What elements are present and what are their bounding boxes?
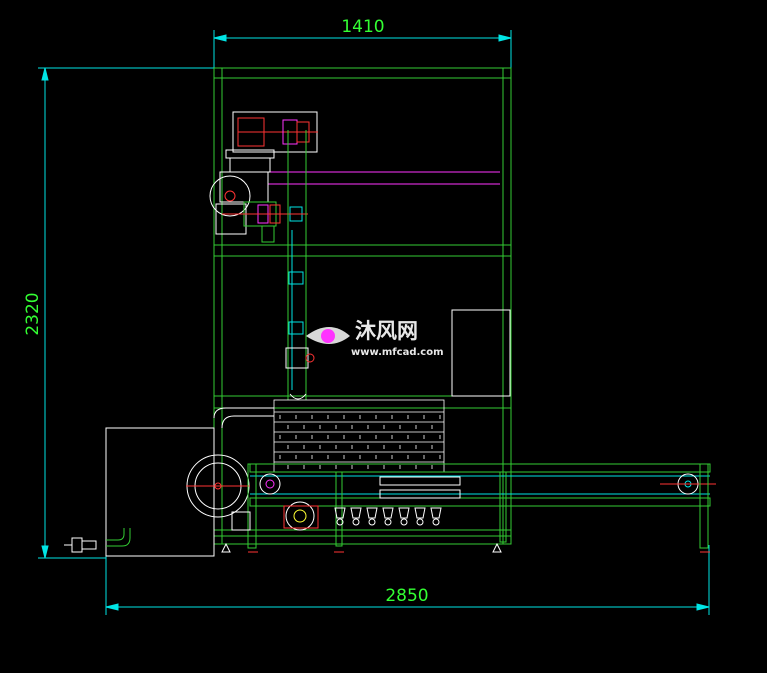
hopper-grid (273, 399, 445, 473)
filler-nozzle-tip (416, 518, 424, 526)
filler-nozzle (382, 507, 394, 519)
valve-pipe (64, 528, 131, 553)
filler-nozzle-tip (352, 518, 360, 526)
filler-nozzle-tip (384, 518, 392, 526)
dimension-left (38, 67, 214, 559)
dimension-bottom-label: 2850 (385, 586, 428, 606)
conveyor-legs (247, 463, 709, 549)
dimension-left-label: 2320 (23, 292, 43, 335)
magenta-rails (268, 171, 500, 185)
filler-nozzle-tip (432, 518, 440, 526)
watermark-logo-icon (306, 327, 350, 344)
drive-drum (186, 454, 250, 518)
filler-nozzle (350, 507, 362, 519)
filler-nozzle-tip (400, 518, 408, 526)
filler-nozzle (414, 507, 426, 519)
filler-nozzle (430, 507, 442, 519)
conveyor (249, 463, 716, 507)
filler-nozzle (398, 507, 410, 519)
watermark-name: 沐风网 (355, 319, 418, 343)
upper-drive-assembly (209, 111, 318, 243)
watermark: 沐风网 www.mfcad.com (306, 319, 444, 358)
vertical-chain (285, 130, 315, 400)
watermark-url: www.mfcad.com (351, 347, 444, 358)
bottom-motor (231, 501, 319, 531)
hopper-grid-ticks (279, 415, 441, 469)
filler-nozzle (366, 507, 378, 519)
main-frame (213, 67, 512, 545)
filler-nozzle-tip (336, 518, 344, 526)
dimension-bottom (105, 545, 710, 615)
control-box (451, 309, 511, 397)
feet (221, 542, 710, 553)
filler-nozzle-tip (368, 518, 376, 526)
filler-nozzles (334, 507, 442, 526)
dimension-top (213, 30, 512, 70)
dimension-top-label: 1410 (341, 17, 384, 37)
filler-nozzle (334, 507, 346, 519)
left-tank (105, 407, 274, 557)
